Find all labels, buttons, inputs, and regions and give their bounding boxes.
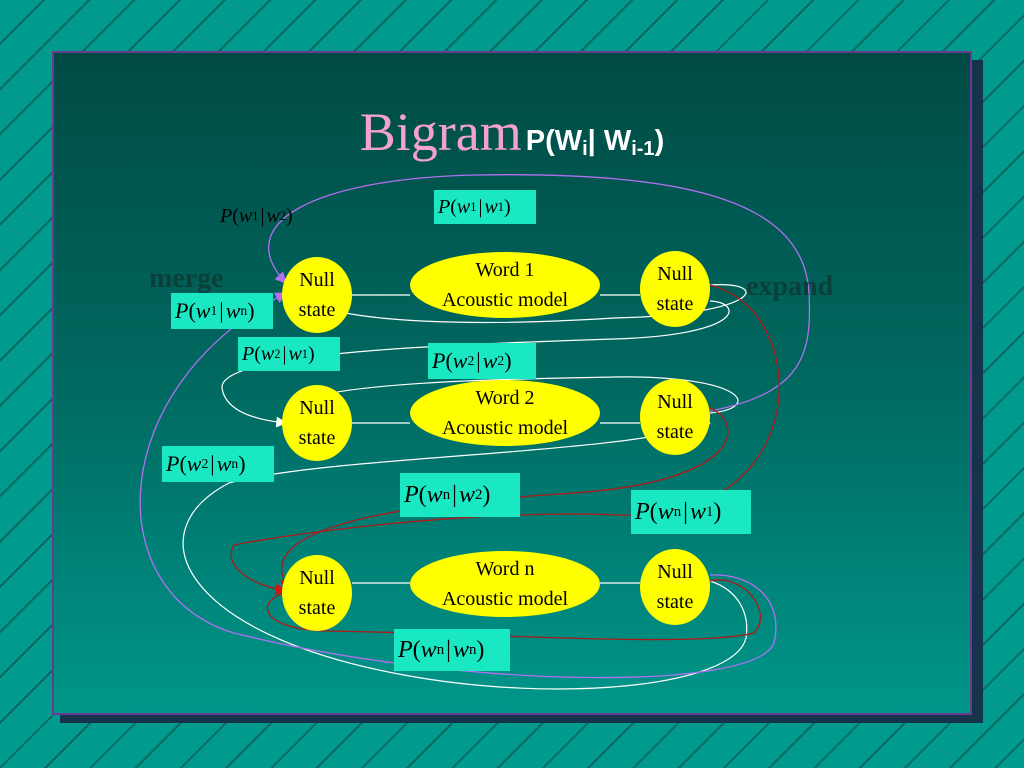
title-formula: P(Wi| Wi-1) xyxy=(525,125,665,160)
edge-w1-to-w1 xyxy=(289,284,747,324)
null-state-entry-2[interactable]: Null state xyxy=(282,385,352,461)
expand-label: expand xyxy=(746,271,834,302)
null-state-entry-1[interactable]: Null state xyxy=(282,257,352,333)
title-bigram: Bigram xyxy=(359,102,522,162)
word2-node[interactable]: Word 2 Acoustic model xyxy=(410,380,600,446)
merge-label: merge xyxy=(149,263,224,294)
transition-edges xyxy=(139,174,811,690)
edge-wn-to-wn xyxy=(266,579,761,641)
null-state-exit-n[interactable]: Null state xyxy=(640,549,710,625)
edge-w1-to-w2 xyxy=(221,300,730,428)
edge-w2-to-wn xyxy=(182,421,748,690)
edge-w2-to-w2 xyxy=(289,376,739,414)
null-state-exit-1[interactable]: Null state xyxy=(640,251,710,327)
edge-w1-to-wn xyxy=(230,284,780,596)
word1-node[interactable]: Word 1 Acoustic model xyxy=(410,252,600,318)
null-state-entry-n[interactable]: Null state xyxy=(282,555,352,631)
slide-title: Bigram P(Wi| Wi-1) xyxy=(54,105,970,159)
null-state-exit-2[interactable]: Null state xyxy=(640,379,710,455)
wordn-node[interactable]: Word n Acoustic model xyxy=(410,551,600,617)
slide: Bigram P(Wi| Wi-1) merge expand Word xyxy=(52,51,972,715)
edge-w2-to-w1 xyxy=(268,174,811,412)
